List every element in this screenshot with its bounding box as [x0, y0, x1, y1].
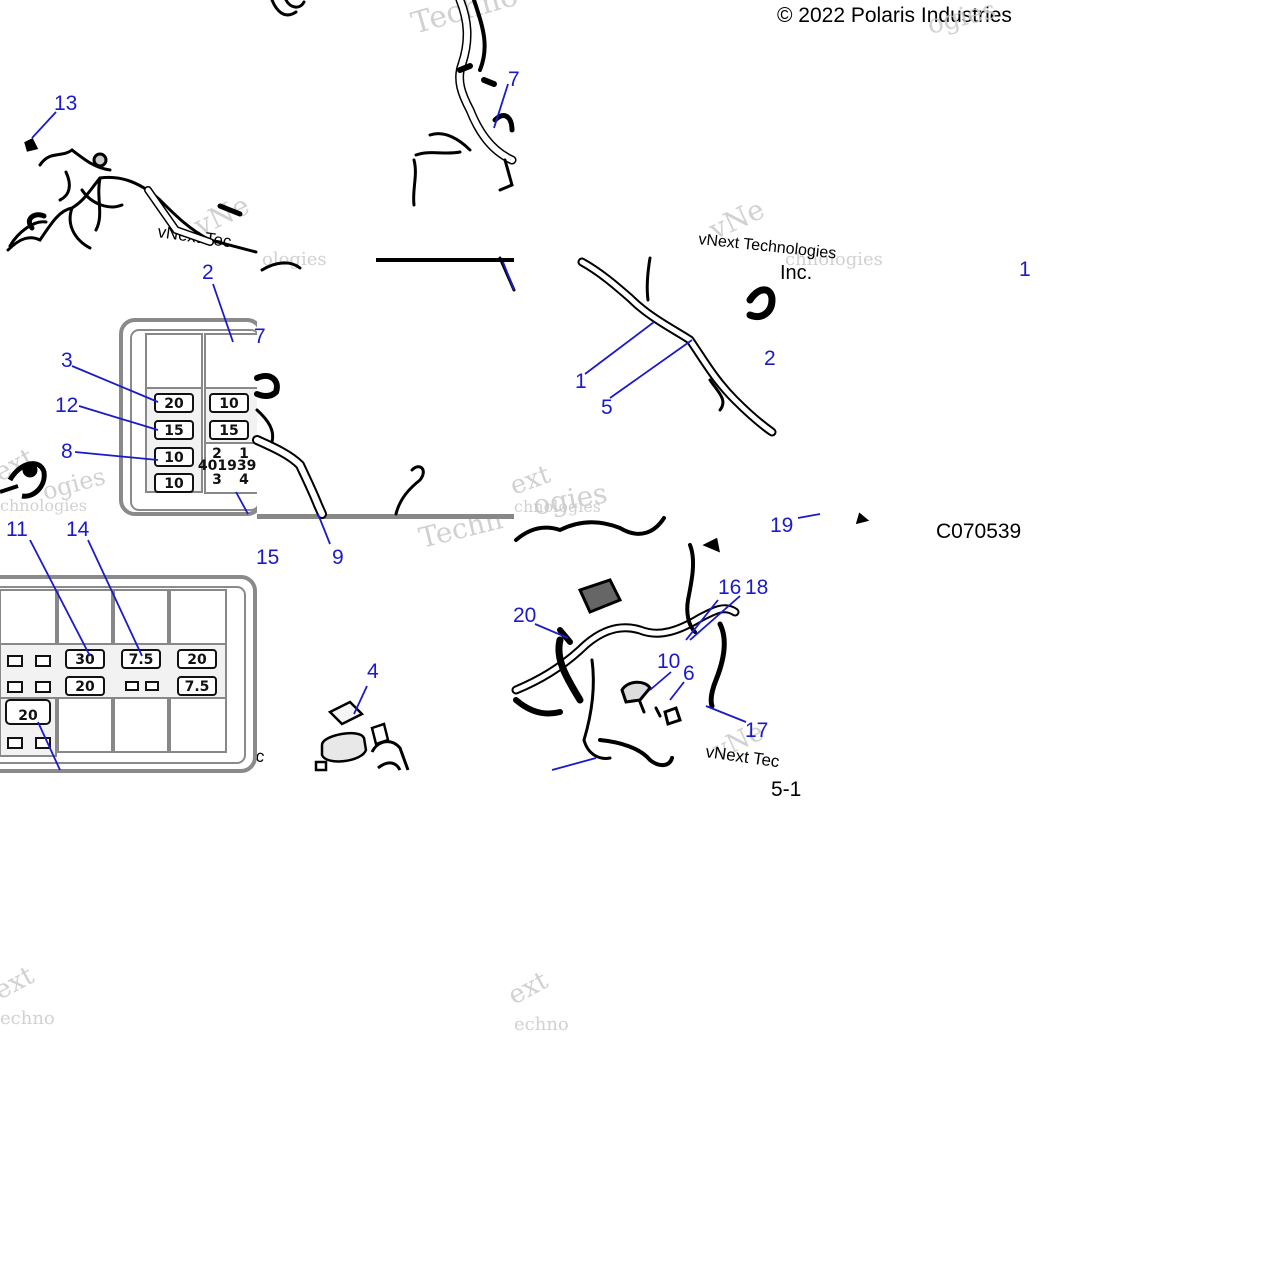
- fuse-a-left-2: 15: [164, 423, 183, 439]
- fuse-a-right-2: 15: [219, 423, 238, 439]
- copyright-inc: Inc.: [780, 262, 812, 284]
- copyright-text: © 2022 Polaris Industries: [777, 4, 1012, 27]
- callout-15: 15: [256, 546, 279, 569]
- callout-20: 20: [513, 604, 536, 627]
- watermark-19: chnologies: [514, 497, 601, 516]
- callout-17: 17: [745, 719, 768, 742]
- fuse-box-a: 20 15 10 10 10 15 2 1 4019393 3 4: [119, 318, 266, 516]
- callout-7-top: 7: [508, 68, 520, 91]
- harness-bottom-right: [511, 512, 870, 767]
- fuse-a-left-1: 20: [164, 396, 184, 412]
- fuse-box-b: 30 7.5 20 20 7.5 20: [0, 575, 257, 773]
- watermark-script-2: vNext Technologies: [698, 231, 837, 262]
- callout-1-middle: 1: [575, 370, 587, 393]
- callout-2-right: 2: [764, 347, 776, 370]
- fuse-b-large: 20: [18, 708, 38, 724]
- watermark-17: chnologies: [785, 249, 883, 270]
- fuse-b-row1-3: 20: [187, 652, 207, 668]
- fuse-a-right-1: 10: [219, 396, 239, 412]
- callout-4: 4: [367, 660, 379, 683]
- watermark-12: ext: [0, 960, 40, 1006]
- harness-center-middle: [252, 256, 516, 519]
- callout-13: 13: [54, 92, 77, 115]
- fuse-b-row2-2: 7.5: [185, 679, 210, 695]
- callout-7-left: 7: [254, 325, 266, 348]
- connector-left-middle: [0, 461, 47, 499]
- callout-3: 3: [61, 349, 73, 372]
- fuse-b-row1-1: 30: [75, 652, 95, 668]
- relay-pin-4: 4: [239, 472, 249, 488]
- callout-10: 10: [657, 650, 680, 673]
- callout-8: 8: [61, 440, 73, 463]
- watermark-18: chnologies: [0, 496, 87, 515]
- relay-part-number: 4019393: [198, 458, 266, 474]
- callout-11: 11: [6, 518, 28, 541]
- callout-2-left: 2: [202, 261, 214, 284]
- callout-6: 6: [683, 662, 695, 685]
- cable-right-middle: [577, 256, 777, 437]
- callout-16: 16: [718, 576, 741, 599]
- callout-18: 18: [745, 576, 768, 599]
- watermark-15: echno: [514, 1014, 569, 1035]
- callout-19: 19: [770, 514, 793, 537]
- figure-code: C070539: [936, 520, 1021, 543]
- fuse-b-row1-2: 7.5: [129, 652, 154, 668]
- relay-pin-3: 3: [212, 472, 222, 488]
- fuse-b-row2-1: 20: [75, 679, 95, 695]
- watermark-13: ext: [503, 965, 553, 1011]
- watermark-14: echno: [0, 1008, 55, 1029]
- watermark-script-4: vNext Tec: [704, 742, 781, 771]
- callout-5: 5: [601, 396, 613, 419]
- callout-layer: 13 7 2 7 3 12 8 1 1 5 2 11 14 15 9 19 16…: [6, 68, 1031, 742]
- fuse-a-left-3: 10: [164, 450, 184, 466]
- callout-14: 14: [66, 518, 90, 541]
- fuse-a-left-4: 10: [164, 476, 184, 492]
- relay-pin-1: 1: [239, 446, 249, 462]
- callout-9: 9: [332, 546, 344, 569]
- parts-bottom-center: [314, 700, 410, 772]
- page-number: 5-1: [771, 778, 801, 801]
- leader-lines: [29, 83, 821, 771]
- harness-top-center: [412, 0, 517, 207]
- callout-1-top-right: 1: [1019, 258, 1031, 281]
- relay-pin-2: 2: [212, 446, 222, 462]
- callout-12: 12: [55, 394, 78, 417]
- watermark-7: Techn: [416, 502, 506, 555]
- harness-top-left: [6, 0, 306, 254]
